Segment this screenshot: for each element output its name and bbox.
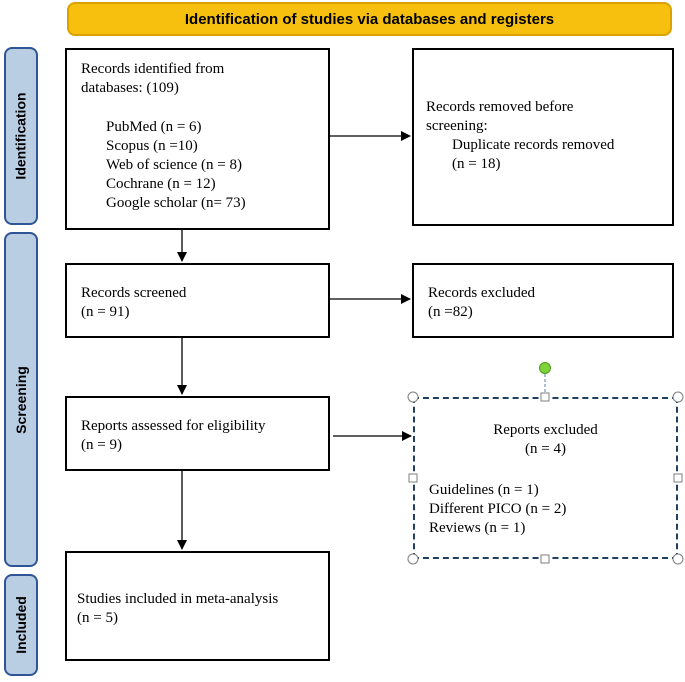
reports-excluded-count: (n = 4)	[525, 441, 566, 457]
studies-included-box: Studies included in meta-analysis (n = 5…	[65, 551, 330, 661]
reports-assessed-box: Reports assessed for eligibility (n = 9)	[65, 396, 330, 471]
source-cochrane: Cochrane (n = 12)	[106, 176, 216, 192]
studies-included-line-1: Studies included in meta-analysis	[77, 591, 279, 607]
reason-different-pico: Different PICO (n = 2)	[429, 501, 567, 517]
records-excluded-line-1: Records excluded	[428, 285, 536, 301]
records-removed-line-4: (n = 18)	[452, 156, 501, 172]
records-removed-line-2: screening:	[426, 118, 488, 134]
phase-screening: Screening	[4, 232, 38, 567]
resize-handle-right	[673, 473, 683, 483]
records-removed-line-1: Records removed before	[426, 99, 574, 115]
records-excluded-line-2: (n =82)	[428, 304, 473, 320]
phase-identification: Identification	[4, 47, 38, 225]
studies-included-line-2: (n = 5)	[77, 610, 118, 626]
resize-handle-bottom	[540, 554, 550, 564]
source-pubmed: PubMed (n = 6)	[106, 119, 202, 135]
resize-handle-bottom-right	[672, 553, 684, 565]
records-excluded-box: Records excluded (n =82)	[412, 263, 674, 338]
banner-title: Identification of studies via databases …	[67, 2, 672, 36]
records-screened-line-1: Records screened	[81, 285, 187, 301]
reports-assessed-line-1: Reports assessed for eligibility	[81, 418, 266, 434]
reason-reviews: Reviews (n = 1)	[429, 520, 526, 536]
records-identified-heading-1: Records identified from	[81, 61, 225, 77]
rotation-handle	[539, 362, 551, 374]
source-scopus: Scopus (n =10)	[106, 138, 198, 154]
records-screened-line-2: (n = 91)	[81, 304, 130, 320]
source-web-of-science: Web of science (n = 8)	[106, 157, 242, 173]
reason-guidelines: Guidelines (n = 1)	[429, 482, 539, 498]
resize-handle-top-right	[672, 391, 684, 403]
records-removed-line-3: Duplicate records removed	[452, 137, 615, 153]
records-identified-heading-2: databases: (109)	[81, 80, 179, 96]
resize-handle-top-left	[407, 391, 419, 403]
source-google-scholar: Google scholar (n= 73)	[106, 195, 246, 211]
resize-handle-top	[540, 392, 550, 402]
records-identified-box: Records identified from databases: (109)…	[65, 48, 330, 230]
banner-title-text: Identification of studies via databases …	[184, 10, 555, 28]
reports-assessed-line-2: (n = 9)	[81, 437, 122, 453]
resize-handle-left	[408, 473, 418, 483]
records-screened-box: Records screened (n = 91)	[65, 263, 330, 338]
records-removed-box: Records removed before screening: Duplic…	[412, 48, 674, 226]
resize-handle-bottom-left	[407, 553, 419, 565]
reports-excluded-title: Reports excluded	[493, 422, 598, 438]
phase-included: Included	[4, 574, 38, 676]
